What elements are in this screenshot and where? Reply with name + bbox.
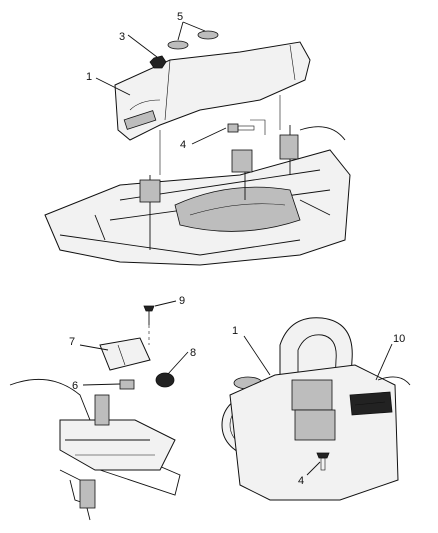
hex-nut [149,55,167,69]
cover-panel [229,364,411,501]
callout-4-top: 4 [180,139,186,151]
top-assembly: 3 5 1 4 [44,11,351,266]
roll-bar-cover [114,41,311,141]
callout-1-br: 1 [232,325,238,337]
callout-7: 7 [69,336,75,348]
callout-3-top: 3 [119,31,125,43]
callout-10: 10 [393,333,405,345]
bottom-left-assembly: 9 7 8 6 [9,295,196,521]
vehicle-floor [44,95,351,266]
bolt-bottom [316,452,330,471]
plug [155,372,175,388]
callout-1-top: 1 [86,71,92,83]
callout-4-br: 4 [298,475,304,487]
callout-6: 6 [72,380,78,392]
callout-5-top: 5 [177,11,183,23]
grommet-pair [167,30,219,50]
bolt-top [227,123,255,133]
push-pin [143,305,155,345]
callout-8: 8 [190,347,196,359]
bracket [99,337,151,371]
frame-rail [9,378,181,521]
callout-9: 9 [179,295,185,307]
clip [119,379,135,390]
bottom-right-assembly: 1 10 4 [221,317,411,501]
